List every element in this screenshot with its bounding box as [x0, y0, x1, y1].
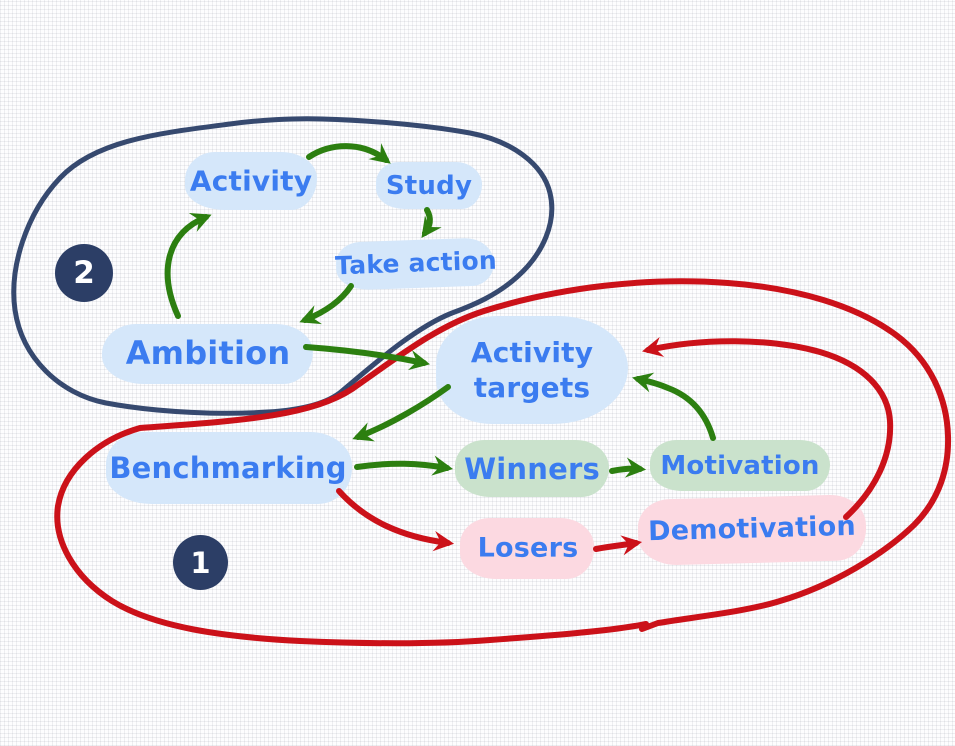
node-bubble-activity	[185, 152, 317, 210]
node-bubble-winners	[455, 440, 609, 497]
node-bubble-benchmarking	[106, 432, 352, 504]
node-label-activity-targets-line2: targets	[473, 371, 591, 404]
node-label-winners: Winners	[464, 452, 600, 486]
region-2-outline	[11, 116, 555, 416]
node-label-benchmarking: Benchmarking	[109, 451, 347, 485]
node-label-demotivation: Demotivation	[647, 510, 857, 548]
edge-study-take-action	[421, 207, 442, 238]
node-bubble-study	[376, 162, 482, 209]
node-label-activity-targets-line1: Activity	[470, 336, 594, 369]
edge-losers-demotivation	[593, 535, 643, 556]
node-bubble-motivation	[650, 440, 830, 491]
edge-activity-study	[306, 143, 391, 164]
region-1-badge: 1	[173, 535, 228, 590]
region-1-outline	[54, 278, 952, 647]
edge-ambition-activity-targets	[303, 344, 430, 371]
edge-take-action-ambition	[299, 283, 354, 325]
node-bubble-losers	[460, 518, 594, 579]
region-2-badge: 2	[55, 244, 113, 302]
node-label-activity-targets: Activity targets	[471, 335, 593, 405]
edge-demotivation-activity-targets	[642, 336, 894, 520]
node-bubble-activity-targets	[436, 316, 628, 424]
edge-benchmarking-losers	[336, 488, 455, 552]
node-label-ambition: Ambition	[125, 334, 291, 372]
node-label-study: Study	[385, 171, 473, 201]
node-label-motivation: Motivation	[660, 451, 820, 481]
edge-winners-motivation	[609, 457, 647, 478]
node-label-activity: Activity	[189, 164, 313, 198]
edge-motivation-activity-targets	[632, 372, 716, 441]
node-bubble-ambition	[102, 324, 313, 384]
edge-benchmarking-winners	[354, 455, 454, 476]
node-label-take-action: Take action	[334, 245, 498, 281]
node-label-losers: Losers	[477, 532, 579, 564]
edge-ambition-activity	[164, 213, 212, 319]
edge-activity-targets-benchmarking	[352, 384, 451, 442]
